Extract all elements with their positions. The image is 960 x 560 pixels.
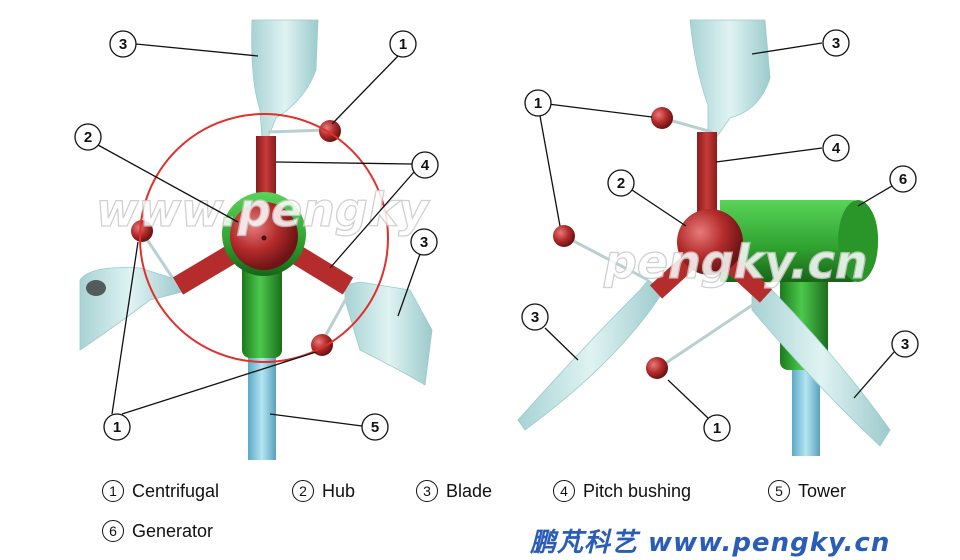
legend-num: 6 xyxy=(102,520,124,542)
leader-l1a xyxy=(331,55,399,125)
right-rod-bottom xyxy=(659,298,761,369)
callout-l3a xyxy=(109,30,137,58)
legend-item-pitch-bushing: 4 Pitch bushing xyxy=(553,480,691,502)
legend-item-generator: 6 Generator xyxy=(102,520,213,542)
legend-label: Hub xyxy=(322,480,356,501)
legend-item-tower: 5 Tower xyxy=(768,480,846,502)
callout-l1a xyxy=(389,30,417,58)
watermark-right: pengky.cn xyxy=(603,235,868,289)
leader-r1a xyxy=(547,103,653,118)
leader-l3b xyxy=(397,253,421,317)
rotation-circle xyxy=(139,113,389,363)
callout-text-r1a: 1 xyxy=(534,95,542,112)
callout-text-r2: 2 xyxy=(617,175,625,192)
callout-text-r3c: 3 xyxy=(901,336,909,353)
callout-labels: 3 1 2 4 3 1 5 1 3 4 2 6 3 3 1 xyxy=(84,35,909,437)
callout-text-l5: 5 xyxy=(371,419,379,436)
callout-text-r4: 4 xyxy=(832,140,841,157)
callout-l4 xyxy=(411,151,439,179)
right-rod-left xyxy=(563,234,649,282)
left-turbine xyxy=(79,19,433,460)
callout-r6 xyxy=(889,165,917,193)
legend-num: 5 xyxy=(768,480,790,502)
right-arm-top xyxy=(697,132,717,224)
leader-l1b xyxy=(111,241,139,415)
callout-text-l3b: 3 xyxy=(420,234,428,251)
right-weight-bottom xyxy=(646,357,668,379)
leader-r3a xyxy=(751,42,823,55)
legend-item-centrifugal: 1 Centrifugal xyxy=(102,480,219,502)
leader-r3c xyxy=(853,351,895,399)
leader-l4a xyxy=(275,161,413,165)
left-blade-top xyxy=(251,19,319,139)
left-weight-left xyxy=(131,220,153,242)
leader-l5 xyxy=(269,413,363,427)
callout-text-l1a: 1 xyxy=(399,36,407,53)
left-rod-left xyxy=(140,231,180,287)
right-hub xyxy=(677,209,743,275)
right-turbine xyxy=(517,19,891,456)
leader-r3b xyxy=(544,327,579,361)
callout-r1c xyxy=(703,414,731,442)
callout-text-l1b: 1 xyxy=(113,419,121,436)
callout-text-l3a: 3 xyxy=(119,36,127,53)
left-blade-left xyxy=(79,267,183,351)
callout-text-r3b: 3 xyxy=(531,309,539,326)
legend-item-hub: 2 Hub xyxy=(292,480,355,502)
leader-r1c xyxy=(667,379,709,419)
callout-r4 xyxy=(822,134,850,162)
leader-l1c xyxy=(121,351,317,415)
right-weight-top xyxy=(651,107,673,129)
legend-num: 2 xyxy=(292,480,314,502)
callout-r3b xyxy=(521,303,549,331)
leader-r1b xyxy=(539,115,561,227)
callout-l1b xyxy=(103,413,131,441)
right-blade-left xyxy=(517,279,665,431)
legend-item-blade: 3 Blade xyxy=(416,480,492,502)
callout-text-l2: 2 xyxy=(84,129,92,146)
left-rod-top xyxy=(267,128,329,134)
legend: 1 Centrifugal 2 Hub 3 Blade 4 Pitch bush… xyxy=(0,470,960,560)
callout-l2 xyxy=(74,123,102,151)
legend-num: 4 xyxy=(553,480,575,502)
callout-text-l4: 4 xyxy=(421,157,430,174)
callout-r3c xyxy=(891,330,919,358)
left-blade-right xyxy=(344,281,433,386)
legend-num: 3 xyxy=(416,480,438,502)
callout-l3b xyxy=(410,228,438,256)
callout-text-r1c: 1 xyxy=(713,420,721,437)
brand-watermark: 鹏芃科艺 www.pengky.cn xyxy=(530,528,891,558)
right-generator-cap xyxy=(838,200,878,282)
right-blade-top xyxy=(689,19,771,139)
legend-label: Centrifugal xyxy=(132,480,220,501)
callout-r1a xyxy=(524,89,552,117)
left-hub-center xyxy=(261,235,267,241)
left-tower xyxy=(248,340,276,460)
legend-label: Pitch bushing xyxy=(583,480,692,501)
legend-label: Generator xyxy=(132,520,214,541)
leader-l4b xyxy=(329,171,415,269)
leader-r6 xyxy=(857,185,893,207)
right-blade-right xyxy=(751,289,891,447)
watermark-left: www.pengky xyxy=(96,183,430,237)
callout-text-r6: 6 xyxy=(899,171,907,188)
leader-r2 xyxy=(631,189,687,227)
leader-r4 xyxy=(715,147,823,163)
legend-num: 1 xyxy=(102,480,124,502)
callout-r2 xyxy=(607,169,635,197)
legend-label: Blade xyxy=(446,480,493,501)
callout-l5 xyxy=(361,413,389,441)
callout-r3a xyxy=(822,29,850,57)
leader-l3a xyxy=(135,43,259,57)
legend-label: Tower xyxy=(798,480,847,501)
right-weight-left xyxy=(553,225,575,247)
left-rod-right xyxy=(320,287,354,343)
right-generator xyxy=(720,200,878,282)
leader-l2 xyxy=(97,144,239,223)
callouts xyxy=(74,29,919,442)
left-blade-tip-shadow xyxy=(86,280,106,296)
callout-text-r3a: 3 xyxy=(832,35,840,52)
